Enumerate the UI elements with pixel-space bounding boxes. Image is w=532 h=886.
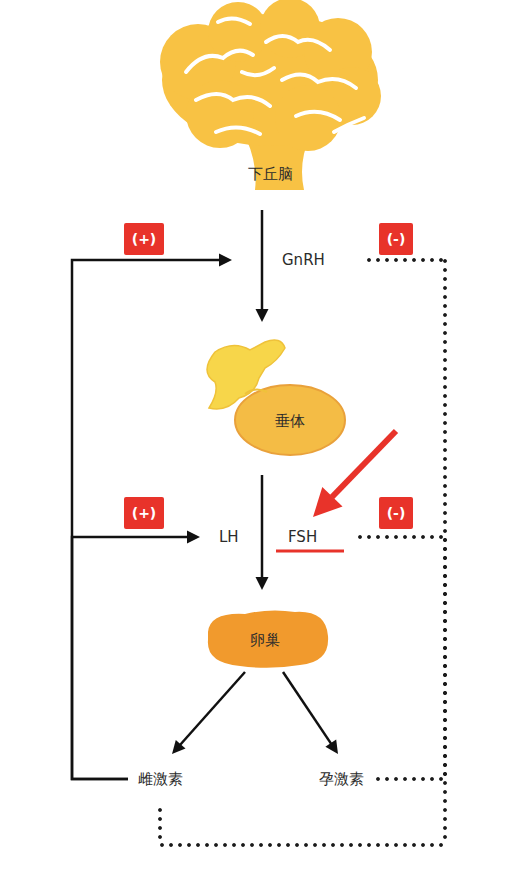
node-label: 下丘脑 <box>158 162 383 186</box>
sign-label: (-) <box>379 497 413 529</box>
red-pointer-head <box>313 487 343 517</box>
dotted-segment <box>362 258 445 262</box>
feedback-sign: (-) <box>379 223 413 255</box>
node-label: 雌激素 <box>128 767 192 791</box>
brain-fold <box>282 74 356 88</box>
dotted-feedback-connector <box>362 260 445 779</box>
dotted-segment <box>362 258 445 262</box>
pituitary-lobe <box>235 385 345 455</box>
pituitary-node: 垂体 <box>195 322 355 475</box>
arrow-connector <box>172 672 245 754</box>
connector-line <box>261 210 264 311</box>
node-label: LH <box>219 525 246 549</box>
red-underline <box>276 550 344 553</box>
arrow-connector <box>72 531 200 780</box>
brain-fold <box>266 36 330 50</box>
arrow-connector <box>256 475 269 590</box>
hormone-node: 雌激素 <box>128 754 192 804</box>
brain-lobe <box>275 85 341 151</box>
connector-line <box>72 260 221 779</box>
brain-fold <box>296 112 340 120</box>
brain-fold <box>196 94 270 106</box>
dotted-segment <box>160 843 445 847</box>
dotted-segment <box>443 260 447 845</box>
brain-fold <box>334 118 364 132</box>
arrow-head <box>325 740 338 754</box>
brain-body <box>160 0 381 190</box>
dotted-segment <box>158 804 162 845</box>
arrow-connector <box>283 672 338 754</box>
brain-folds <box>186 18 364 134</box>
brain-fold <box>216 127 260 134</box>
hypothalamus-node: 下丘脑 <box>158 0 383 210</box>
node-label: 卵巢 <box>200 628 330 652</box>
dotted-segment <box>373 777 445 781</box>
red-pointer-arrow <box>332 431 396 497</box>
dotted-segment <box>160 843 445 847</box>
sign-label: (-) <box>379 223 413 255</box>
feedback-sign: (+) <box>124 497 164 529</box>
feedback-sign: (+) <box>124 223 164 255</box>
brain-fold <box>218 18 250 24</box>
dotted-segment <box>443 537 447 779</box>
brain-lobe <box>186 80 254 148</box>
arrow-connector <box>72 254 232 780</box>
pituitary-illustration <box>195 322 355 475</box>
hormone-node: GnRH <box>232 248 362 272</box>
dotted-feedback-connector <box>360 537 445 779</box>
hormone-node: 孕激素 <box>309 754 373 804</box>
dotted-segment <box>158 804 162 845</box>
sign-label: (+) <box>124 223 164 255</box>
brain-fold <box>242 68 274 75</box>
arrow-head <box>256 577 269 590</box>
connector-line <box>283 672 332 745</box>
connector-line <box>72 537 189 779</box>
dotted-feedback-connector <box>160 537 445 845</box>
arrow-head <box>219 254 232 267</box>
arrow-head <box>256 309 269 322</box>
arrow-connector <box>256 210 269 322</box>
connector-line <box>179 672 245 746</box>
node-label: FSH <box>288 525 348 549</box>
brain-lobe <box>208 2 268 62</box>
dotted-segment <box>443 537 447 845</box>
dotted-segment <box>443 260 447 779</box>
feedback-sign: (-) <box>379 497 413 529</box>
ovary-node: 卵巢 <box>200 590 330 672</box>
node-label: 垂体 <box>235 409 345 433</box>
node-label: 孕激素 <box>309 767 373 791</box>
dotted-segment <box>360 535 445 539</box>
hormone-node: FSH <box>286 525 360 549</box>
sign-label: (+) <box>124 497 164 529</box>
arrow-head <box>172 740 185 754</box>
node-label: GnRH <box>282 248 362 272</box>
hormone-node: LH <box>200 525 246 549</box>
arrow-head <box>187 531 200 544</box>
dotted-segment <box>373 777 445 781</box>
brain-fold <box>186 51 253 72</box>
dotted-segment <box>360 535 445 539</box>
pituitary-detail <box>245 389 267 394</box>
dotted-feedback-connector <box>160 260 445 845</box>
connector-line <box>261 475 264 579</box>
